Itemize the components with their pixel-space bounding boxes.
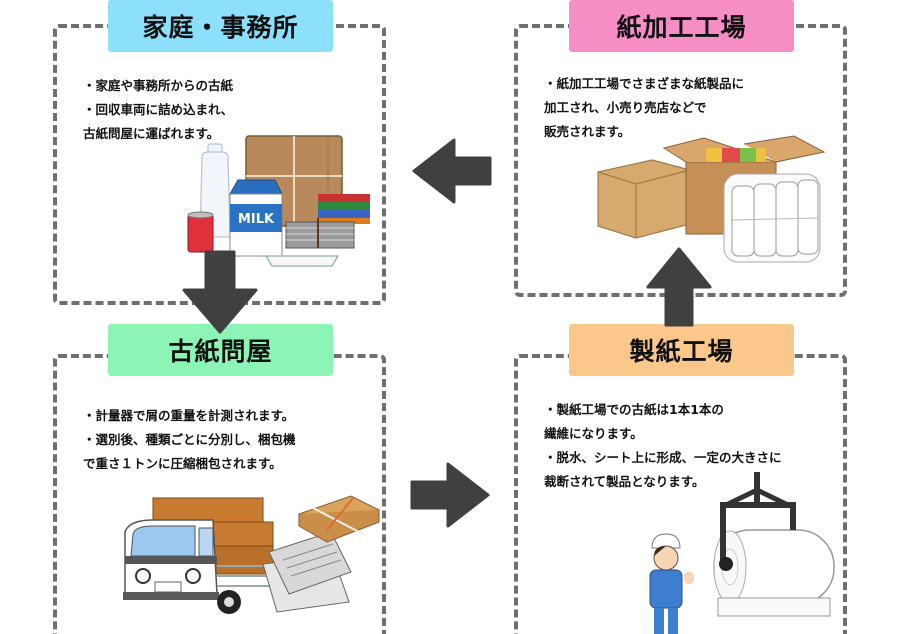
description-line: 古紙問屋に運ばれます。 [83,126,220,141]
magazine-stack-icon [318,194,370,224]
description-line: 繊維になります。 [544,426,643,441]
description-line: ・回収車両に詰め込まれ、 [83,102,234,117]
description-line: で重さ１トンに圧縮梱包されます。 [83,456,282,471]
description-line: ・製紙工場での古紙は1本1本の [544,402,724,417]
description-line: ・脱水、シート上に形成、一定の大きさに [544,450,782,465]
paper-roll-icon [713,529,835,617]
arrow-down-icon [182,250,258,334]
crane-hook-icon [719,472,796,571]
step-paper-mill: 製紙工場 ・製紙工場での古紙は1本1本の 繊維になります。 ・脱水、シート上に形… [514,324,847,634]
step-title: 製紙工場 [569,324,794,376]
wrapped-paper-ream-icon [597,159,691,239]
description-line: 販売されます。 [544,124,631,139]
description-line: 裁断されて製品となります。 [544,474,705,489]
arrow-left-icon [412,138,492,204]
paper-mill-illustration [649,472,835,634]
description-line: ・計量器で屑の重量を計測されます。 [83,408,295,423]
arrow-up-icon [646,247,712,327]
newspaper-bundle-icon [285,218,355,249]
milk-carton-icon: MILK [229,179,283,257]
step-title: 家庭・事務所 [108,0,333,52]
step-description: ・計量器で屑の重量を計測されます。 ・選別後、種類ごとに分別し、梱包機 で重さ１… [83,404,370,476]
aluminum-can-icon [187,211,214,253]
step-waste-paper-wholesaler: 古紙問屋 ・計量器で屑の重量を計測されます。 ・選別後、種類ごとに分別し、梱包機… [53,324,386,634]
description-line: ・家庭や事務所からの古紙 [83,78,234,93]
recyclables-illustration: MILK [187,135,370,267]
step-description: ・紙加工工場でさまざまな紙製品に 加工され、小売り売店などで 販売されます。 [544,72,831,144]
factory-worker-icon [649,533,694,634]
toilet-paper-pack-icon [723,173,821,263]
step-description: ・家庭や事務所からの古紙 ・回収車両に詰め込まれ、 古紙問屋に運ばれます。 [83,74,370,146]
paper-products-illustration [597,135,826,263]
step-title: 紙加工工場 [569,0,794,52]
svg-text:MILK: MILK [238,212,275,227]
kei-truck-icon [123,519,283,614]
description-line: ・紙加工工場でさまざまな紙製品に [544,76,745,91]
truck-and-bales-illustration [123,495,381,614]
food-tray-icon [264,255,340,267]
cardboard-bundle-icon [297,495,381,543]
arrow-right-icon [410,462,490,528]
step-description: ・製紙工場での古紙は1本1本の 繊維になります。 ・脱水、シート上に形成、一定の… [544,398,831,494]
description-line: 加工され、小売り売店などで [544,100,707,115]
newspaper-stack-icon [262,531,352,613]
step-household-office: 家庭・事務所 ・家庭や事務所からの古紙 ・回収車両に詰め込まれ、 古紙問屋に運ば… [53,0,386,305]
description-line: ・選別後、種類ごとに分別し、梱包機 [83,432,296,447]
step-paper-processing-plant: 紙加工工場 ・紙加工工場でさまざまな紙製品に 加工され、小売り売店などで 販売さ… [514,0,847,297]
